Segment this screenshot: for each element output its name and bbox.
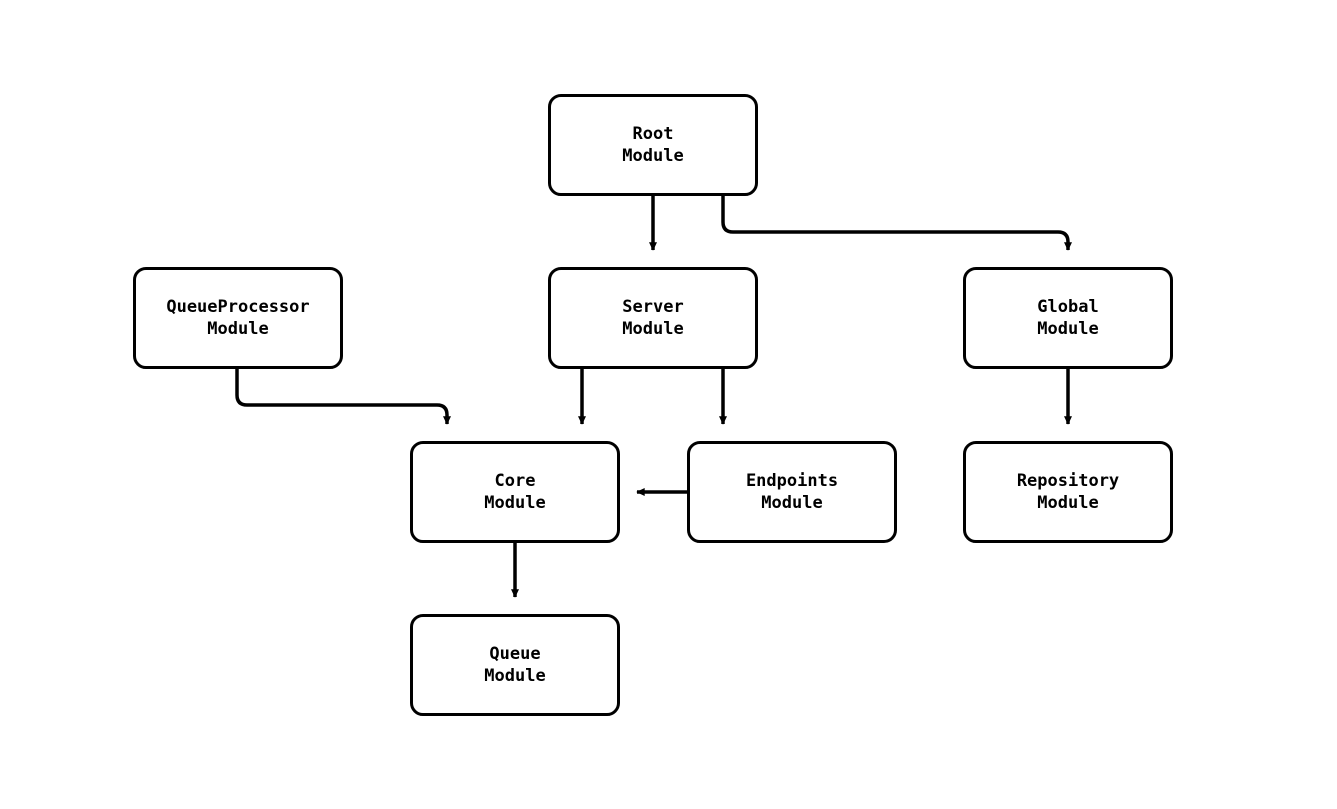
node-label-endpoints: Endpoints Module (745, 471, 839, 513)
node-queue-module[interactable]: Queue Module (410, 614, 620, 716)
node-label-server: Server Module (622, 297, 684, 339)
node-global-module[interactable]: Global Module (963, 267, 1173, 369)
node-label-queueprocessor: QueueProcessor Module (166, 297, 310, 339)
node-endpoints-module[interactable]: Endpoints Module (687, 441, 897, 543)
node-label-repository: Repository Module (1016, 471, 1120, 513)
edge-queueprocessor-core (235, 369, 451, 425)
node-root-module[interactable]: Root Module (548, 94, 758, 196)
node-queueprocessor-module[interactable]: QueueProcessor Module (133, 267, 343, 369)
node-repository-module[interactable]: Repository Module (963, 441, 1173, 543)
node-label-global: Global Module (1037, 297, 1099, 339)
edge-root-global (721, 196, 1072, 251)
node-server-module[interactable]: Server Module (548, 267, 758, 369)
node-label-core: Core Module (484, 471, 546, 513)
node-label-root: Root Module (622, 124, 684, 166)
node-core-module[interactable]: Core Module (410, 441, 620, 543)
node-label-queue: Queue Module (484, 644, 546, 686)
